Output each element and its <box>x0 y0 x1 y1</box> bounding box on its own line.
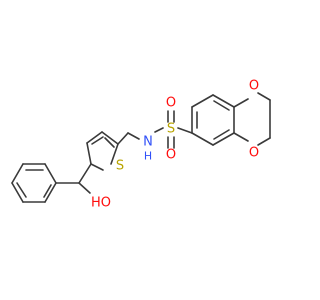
atom-label-sulfonyl-o-bottom: O <box>166 148 176 163</box>
bond-lines <box>11 92 271 203</box>
atom-label-sulfonyl-o-top: O <box>166 96 176 111</box>
atom-label-hydroxyl: HO <box>91 196 111 211</box>
atom-labels: O S O N H S O O HO <box>91 79 259 211</box>
atom-label-sulfur: S <box>167 122 175 137</box>
molecule-structure-diagram: O S O N H S O O HO <box>11 79 271 211</box>
atom-label-dioxane-o-bottom: O <box>249 146 259 161</box>
atom-label-dioxane-o-top: O <box>249 79 259 94</box>
atom-label-thiophene-s: S <box>116 159 124 174</box>
atom-label-amide-h: H <box>144 150 152 163</box>
atom-label-amide-n: N <box>143 135 153 150</box>
